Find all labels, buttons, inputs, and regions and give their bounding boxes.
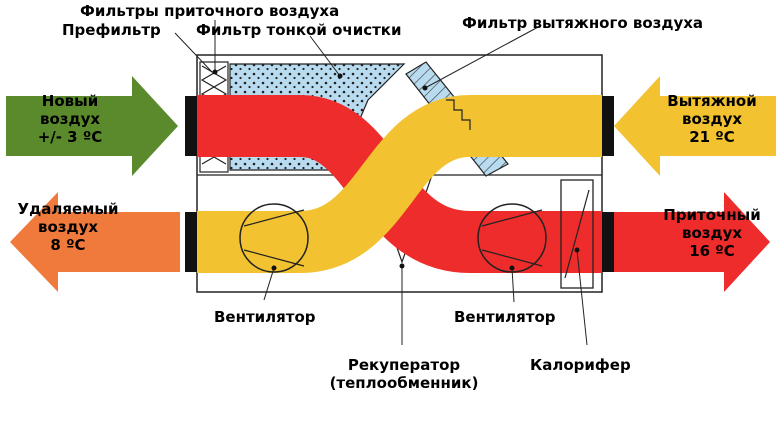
flange-supply-out [602,212,614,272]
flange-fresh-in [185,96,197,156]
supply-filters-label: Фильтры приточного воздуха [80,2,340,20]
exhaust-air-arrow-icon [614,76,776,176]
fresh-air-label: Новый воздух +/- 3 ºС [37,92,103,146]
fresh-air-arrow-icon [6,76,178,176]
removed-air-label: Удаляемый воздух 8 ºС [17,200,119,254]
fine-filter-label: Фильтр тонкой очистки [196,21,402,39]
flange-removed-out [185,212,197,272]
heater-label: Калорифер [530,356,631,374]
fan-right-label: Вентилятор [454,308,556,326]
supply-air-arrow-icon [614,192,770,292]
flange-exhaust-in [602,96,614,156]
recuperator-steps [446,99,471,130]
heater-icon [560,179,594,289]
supply-air-label: Приточный воздух 16 ºС [663,206,761,260]
fan-left-icon [239,203,309,273]
recuperator-label: Рекуператор (теплообменник) [329,356,479,392]
fan-left-label: Вентилятор [214,308,316,326]
leader-lines [174,20,588,346]
leader-dots [212,69,580,271]
exhaust-filter-label: Фильтр вытяжного воздуха [462,14,704,32]
prefilter-label: Префильтр [62,21,161,39]
exhaust-air-stream [197,95,602,273]
exhaust-air-label: Вытяжной воздух 21 ºС [667,92,757,146]
removed-air-arrow-icon [10,192,180,292]
